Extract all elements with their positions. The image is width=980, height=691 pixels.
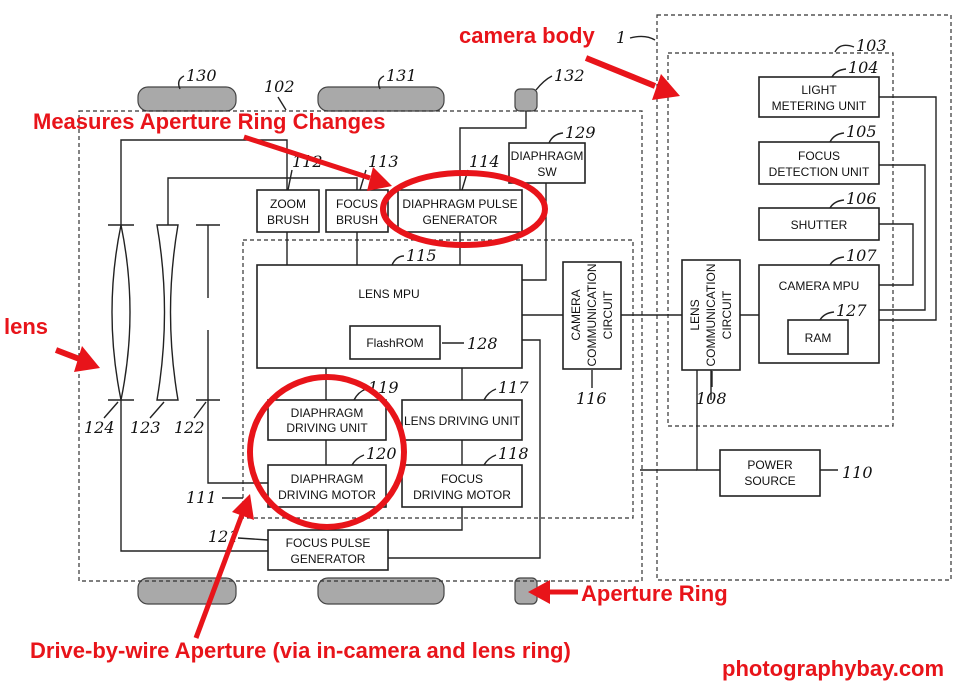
ref-118: 118 — [498, 444, 529, 463]
ref-122: 122 — [174, 418, 205, 437]
diaphragm-sw-block: DIAPHRAGM SW — [509, 143, 585, 183]
camera-comm-line-2: COMMUNICATION — [585, 263, 599, 366]
diaphragm-driving-motor-line-1: DIAPHRAGM — [291, 472, 364, 486]
ref-110: 110 — [842, 463, 873, 482]
ref-113: 113 — [368, 152, 399, 171]
focus-driving-motor-block: FOCUS DRIVING MOTOR — [402, 465, 522, 507]
ref-111: 111 — [186, 488, 217, 507]
camera-comm-line-3: CIRCUIT — [601, 290, 615, 339]
ref-102: 102 — [264, 77, 295, 96]
diaphragm-pulse-generator-block: DIAPHRAGM PULSE GENERATOR — [398, 190, 522, 232]
diaphragm-driving-unit-block: DIAPHRAGM DRIVING UNIT — [268, 400, 386, 440]
flashrom-block: FlashROM — [350, 326, 440, 359]
ring-131-bottom — [318, 578, 444, 604]
focus-brush-line-2: BRUSH — [336, 213, 378, 227]
shutter-label: SHUTTER — [791, 218, 848, 232]
ram-label: RAM — [805, 331, 832, 345]
ref-123: 123 — [130, 418, 161, 437]
focus-brush-line-1: FOCUS — [336, 197, 378, 211]
annotation-aperture-ring: Aperture Ring — [581, 581, 728, 606]
shutter-block: SHUTTER — [759, 208, 879, 240]
ref-132: 132 — [554, 66, 585, 85]
ref-124: 124 — [84, 418, 115, 437]
annotation-measures-aperture: Measures Aperture Ring Changes — [33, 109, 386, 134]
lens-mpu-label: LENS MPU — [358, 287, 419, 301]
diaphragm-driving-unit-line-2: DRIVING UNIT — [286, 421, 368, 435]
lens-communication-circuit-block: LENS COMMUNICATION CIRCUIT — [682, 260, 740, 370]
light-metering-line-1: LIGHT — [801, 83, 837, 97]
diaphragm-pulse-gen-line-2: GENERATOR — [423, 213, 498, 227]
focus-detection-unit-block: FOCUS DETECTION UNIT — [759, 142, 879, 184]
ring-130-bottom — [138, 578, 236, 604]
light-metering-line-2: METERING UNIT — [772, 99, 867, 113]
power-source-line-1: POWER — [747, 458, 793, 472]
ref-115: 115 — [406, 246, 437, 265]
focus-pulse-generator-block: FOCUS PULSE GENERATOR — [268, 530, 388, 570]
focus-detection-line-2: DETECTION UNIT — [769, 165, 870, 179]
ram-block: RAM — [788, 320, 848, 354]
ref-128: 128 — [467, 334, 498, 353]
zoom-brush-block: ZOOM BRUSH — [257, 190, 319, 232]
ref-104: 104 — [848, 58, 879, 77]
lens-driving-unit-block: LENS DRIVING UNIT — [402, 400, 522, 440]
focus-pulse-gen-line-1: FOCUS PULSE — [286, 536, 371, 550]
lens-comm-line-1: LENS — [688, 299, 702, 330]
annotation-camera-body: camera body — [459, 23, 595, 48]
ref-114: 114 — [469, 152, 500, 171]
diaphragm-driving-motor-block: DIAPHRAGM DRIVING MOTOR — [268, 465, 386, 507]
lens-comm-line-3: CIRCUIT — [720, 290, 734, 339]
ref-131: 131 — [386, 66, 417, 85]
ref-127: 127 — [836, 301, 867, 320]
ref-103: 103 — [856, 36, 887, 55]
power-source-line-2: SOURCE — [744, 474, 795, 488]
ref-116: 116 — [576, 389, 607, 408]
ref-106: 106 — [846, 189, 877, 208]
ring-130-top — [138, 87, 236, 111]
ref-129: 129 — [565, 123, 596, 142]
watermark: photographybay.com — [722, 656, 944, 681]
zoom-brush-line-2: BRUSH — [267, 213, 309, 227]
camera-comm-line-1: CAMERA — [569, 289, 583, 340]
zoom-brush-line-1: ZOOM — [270, 197, 306, 211]
lens-element-124 — [108, 225, 134, 400]
ring-132-top — [515, 89, 537, 111]
power-source-block: POWER SOURCE — [720, 450, 820, 496]
ref-120: 120 — [366, 444, 397, 463]
ring-131-top — [318, 87, 444, 111]
annotation-drive-by-wire: Drive-by-wire Aperture (via in-camera an… — [30, 638, 571, 663]
diaphragm-sw-line-1: DIAPHRAGM — [511, 149, 584, 163]
focus-pulse-gen-line-2: GENERATOR — [291, 552, 366, 566]
lens-comm-line-2: COMMUNICATION — [704, 263, 718, 366]
flashrom-label: FlashROM — [366, 336, 423, 350]
ref-107: 107 — [846, 246, 877, 265]
camera-mpu-label: CAMERA MPU — [779, 279, 860, 293]
camera-communication-circuit-block: CAMERA COMMUNICATION CIRCUIT — [563, 262, 621, 369]
diaphragm-pulse-gen-line-1: DIAPHRAGM PULSE — [402, 197, 517, 211]
ref-1: 1 — [616, 28, 626, 47]
focus-driving-motor-line-2: DRIVING MOTOR — [413, 488, 511, 502]
ref-108: 108 — [696, 389, 727, 408]
diaphragm-sw-line-2: SW — [537, 165, 557, 179]
annotation-lens: lens — [4, 314, 48, 339]
ref-105: 105 — [846, 122, 877, 141]
diaphragm-122 — [196, 225, 220, 400]
diaphragm-driving-unit-line-1: DIAPHRAGM — [291, 406, 364, 420]
focus-driving-motor-line-1: FOCUS — [441, 472, 483, 486]
lens-driving-unit-label: LENS DRIVING UNIT — [404, 414, 521, 428]
light-metering-unit-block: LIGHT METERING UNIT — [759, 77, 879, 117]
ref-130: 130 — [186, 66, 217, 85]
focus-detection-line-1: FOCUS — [798, 149, 840, 163]
diaphragm-driving-motor-line-2: DRIVING MOTOR — [278, 488, 376, 502]
ref-117: 117 — [498, 378, 529, 397]
focus-brush-block: FOCUS BRUSH — [326, 190, 388, 232]
lens-element-123 — [157, 225, 178, 400]
